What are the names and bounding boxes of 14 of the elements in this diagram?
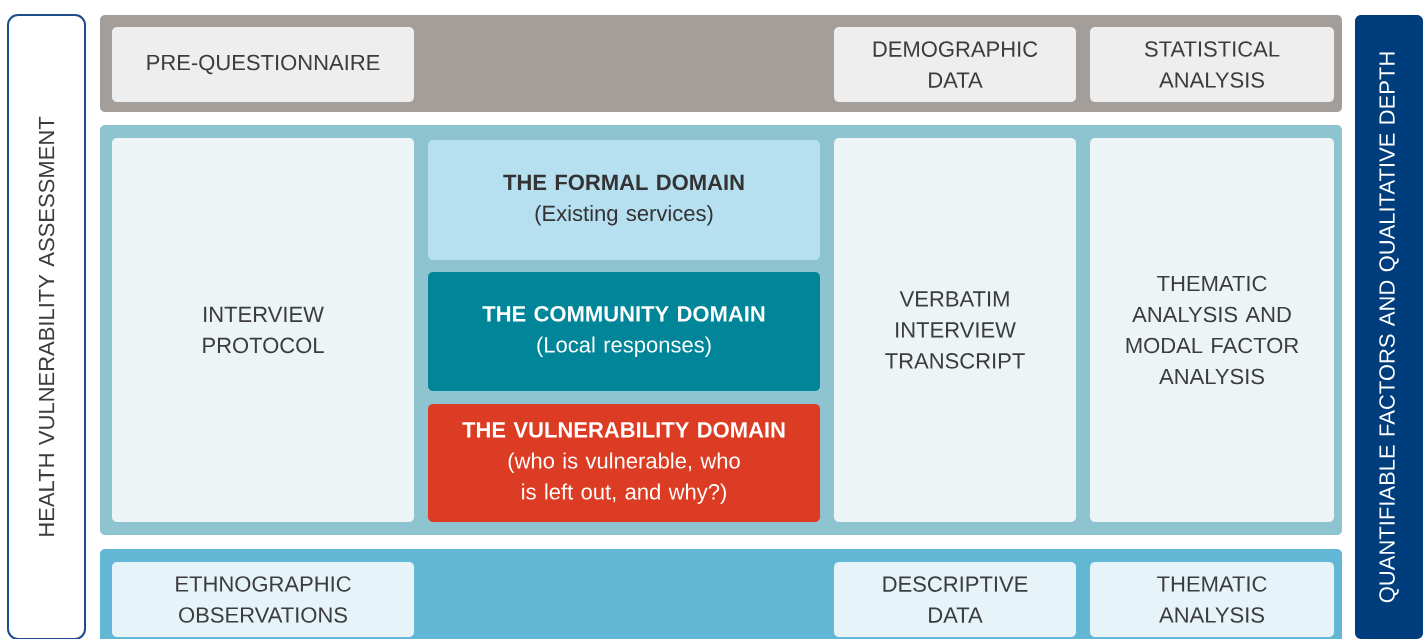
process-box: VERBATIM INTERVIEW TRANSCRIPT bbox=[834, 138, 1076, 522]
process-box: DEMOGRAPHIC DATA bbox=[834, 27, 1076, 102]
process-box: THEMATIC ANALYSIS bbox=[1090, 562, 1334, 637]
domain-box: THE FORMAL DOMAIN (Existing services) bbox=[428, 140, 820, 260]
process-box: ETHNOGRAPHIC OBSERVATIONS bbox=[112, 562, 414, 637]
domain-box: THE VULNERABILITY DOMAIN (who is vulnerable, who is left out, and why?) bbox=[428, 404, 820, 522]
process-box: STATISTICAL ANALYSIS bbox=[1090, 27, 1334, 102]
process-box: INTERVIEW PROTOCOL bbox=[112, 138, 414, 522]
process-box: THEMATIC ANALYSIS AND MODAL FACTOR ANALYSIS bbox=[1090, 138, 1334, 522]
side-label-box: HEALTH VULNERABILITY ASSESSMENT bbox=[7, 14, 86, 639]
process-box: PRE-QUESTIONNAIRE bbox=[112, 27, 414, 102]
side-label-box: QUANTIFIABLE FACTORS AND QUALITATIVE DEPTH bbox=[1355, 15, 1423, 639]
process-box: DESCRIPTIVE DATA bbox=[834, 562, 1076, 637]
domain-box: THE COMMUNITY DOMAIN (Local responses) bbox=[428, 272, 820, 391]
